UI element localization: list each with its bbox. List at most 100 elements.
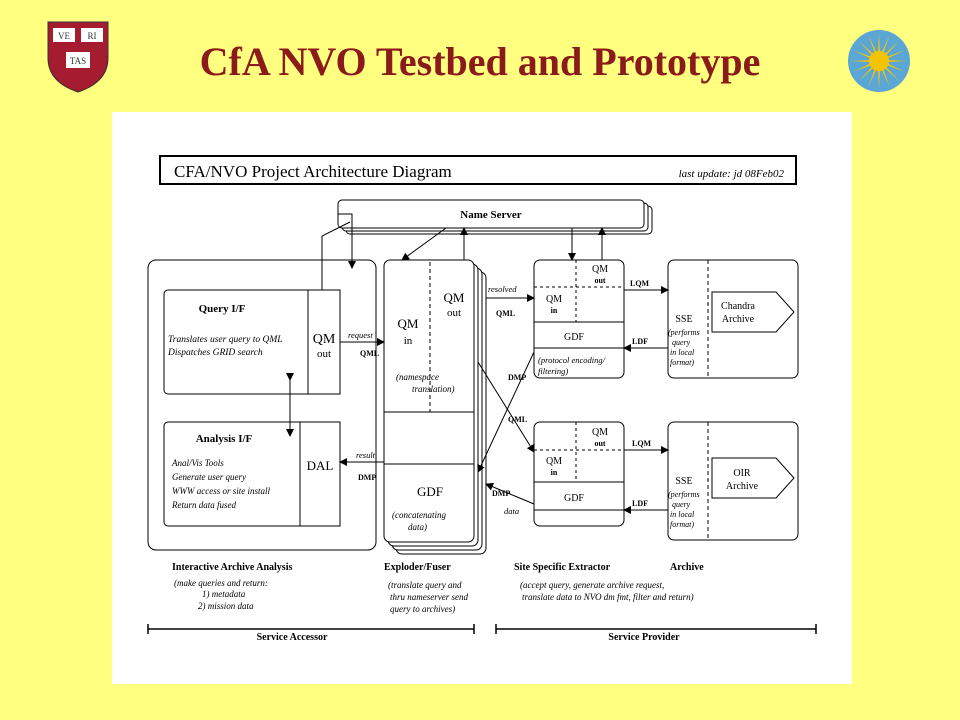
qml-top-label: QML	[496, 309, 515, 318]
sun-ray	[881, 35, 890, 55]
query-qm-label: QM	[313, 332, 336, 347]
extractor-top-qm-out-sub: out	[594, 276, 605, 285]
col2-title: Exploder/Fuser	[384, 562, 451, 573]
exploder-note2: translation)	[412, 384, 455, 394]
analysis-if-line2: Generate user query	[172, 472, 246, 482]
archive-top-note4: format)	[670, 358, 694, 367]
archive-top-note1: (performs	[668, 328, 700, 337]
exploder-fuser-box	[383, 259, 487, 555]
exploder-qm-out-label: QM	[444, 290, 465, 305]
diagram-header-title: CFA/NVO Project Architecture Diagram	[174, 162, 452, 181]
qml-label: QML	[360, 349, 379, 358]
extractor-bottom-qm-in-sub: in	[551, 468, 558, 477]
analysis-if-line4: Return data fused	[171, 500, 236, 510]
gdf-note2: data)	[408, 522, 427, 532]
ns-query-link	[321, 221, 351, 290]
archive-bottom-sse: SSE	[675, 476, 692, 487]
extractor-bottom-qm-out: QM	[592, 427, 608, 438]
sun-ray	[883, 65, 899, 81]
sun-ray	[885, 63, 905, 72]
sun-ray	[859, 41, 875, 57]
sun-ray	[881, 67, 890, 87]
ldf-bottom-label: LDF	[632, 499, 648, 508]
extractor-top-note2: filtering)	[538, 366, 568, 376]
archive-bottom-name2: Archive	[726, 481, 759, 492]
archive-bottom-note2: query	[672, 500, 691, 509]
archive-top-sse: SSE	[675, 314, 692, 325]
smithsonian-sun-logo	[848, 30, 910, 92]
archive-bottom-note4: format)	[670, 520, 694, 529]
sun-ray	[853, 50, 873, 59]
sun-ray	[868, 67, 877, 87]
dmp-label: DMP	[358, 473, 376, 482]
svg-text:TAS: TAS	[70, 56, 86, 66]
extractor-top-gdf: GDF	[564, 332, 584, 343]
archive-bottom-name1: OIR	[733, 468, 751, 479]
archive-top-note2: query	[672, 338, 691, 347]
diagram-update-label: last update: jd 08Feb02	[679, 168, 785, 180]
ldf-top-label: LDF	[632, 337, 648, 346]
col1-title: Interactive Archive Analysis	[172, 562, 292, 573]
service-provider-label: Service Provider	[608, 632, 680, 643]
query-qm-sub: out	[317, 348, 331, 360]
analysis-if-line1: Anal/Vis Tools	[171, 458, 224, 468]
architecture-diagram-panel: CFA/NVO Project Architecture Diagram las…	[112, 112, 852, 684]
harvard-shield-logo: VE RI TAS	[47, 21, 109, 93]
col4-title: Archive	[670, 562, 704, 573]
extractor-bottom-gdf: GDF	[564, 493, 584, 504]
qml-bottom-label: QML	[508, 415, 527, 424]
lqm-bottom-label: LQM	[632, 439, 652, 448]
oir-archive-shape	[711, 457, 795, 499]
col1-line1: (make queries and return:	[174, 578, 268, 588]
dmp-bottom-label: DMP	[492, 489, 510, 498]
extractor-bottom-box	[533, 421, 625, 527]
gdf-label: GDF	[417, 484, 443, 499]
svg-text:VE: VE	[58, 31, 70, 41]
archive-bottom-note3: in local	[670, 510, 695, 519]
service-accessor-label: Service Accessor	[257, 632, 328, 643]
exploder-qm-in-sub: in	[404, 335, 413, 347]
archive-top-name2: Archive	[722, 314, 755, 325]
ns-exploder-arrow1	[401, 227, 447, 261]
analysis-if-line3: WWW access or site install	[172, 486, 270, 496]
extractor-top-qm-out: QM	[592, 264, 608, 275]
resolved-label: resolved	[488, 284, 517, 294]
dmp-top-label: DMP	[508, 373, 526, 382]
archive-top-name1: Chandra	[721, 301, 755, 312]
query-qm-out-box	[307, 289, 341, 395]
sun-ray	[885, 50, 905, 59]
dal-box	[299, 421, 341, 527]
exploder-note1: (namespace	[396, 372, 439, 382]
col2-line2: thru nameserver send	[390, 592, 468, 602]
gdf-note1: (concatenating	[392, 510, 446, 520]
col2-line3: query to archives)	[390, 604, 455, 614]
chandra-archive-shape	[711, 291, 795, 333]
extractor-bottom-qm-in: QM	[546, 456, 562, 467]
extractor-top-qm-in: QM	[546, 294, 562, 305]
name-server-box	[337, 199, 653, 235]
svg-text:RI: RI	[88, 31, 97, 41]
extractor-bottom-qm-out-sub: out	[594, 439, 605, 448]
query-if-line1: Translates user query to QML	[168, 335, 283, 345]
col1-line3: 2) mission data	[198, 601, 254, 611]
name-server-label: Name Server	[460, 209, 522, 221]
query-if-line2: Dispatches GRID search	[167, 348, 263, 358]
exploder-qm-in-label: QM	[398, 316, 419, 331]
sun-ray	[878, 68, 880, 89]
lqm-top-label: LQM	[630, 279, 650, 288]
col3-title: Site Specific Extractor	[514, 562, 611, 573]
extractor-top-qm-in-sub: in	[551, 306, 558, 315]
ns-query-arrow	[338, 213, 356, 269]
qml-bottom-arrow	[477, 361, 535, 453]
slide-title: CfA NVO Testbed and Prototype	[199, 39, 761, 84]
sun-ray	[878, 33, 880, 54]
data-label: data	[504, 506, 519, 516]
dal-label: DAL	[307, 458, 334, 473]
archive-bottom-note1: (performs	[668, 490, 700, 499]
archive-top-note3: in local	[670, 348, 695, 357]
sun-ray	[868, 35, 877, 55]
sun-ray	[851, 60, 872, 62]
data-bottom-arrow	[485, 483, 535, 505]
dmp-top-arrow	[477, 351, 535, 473]
col34-line1: (accept query, generate archive request,	[520, 580, 664, 590]
